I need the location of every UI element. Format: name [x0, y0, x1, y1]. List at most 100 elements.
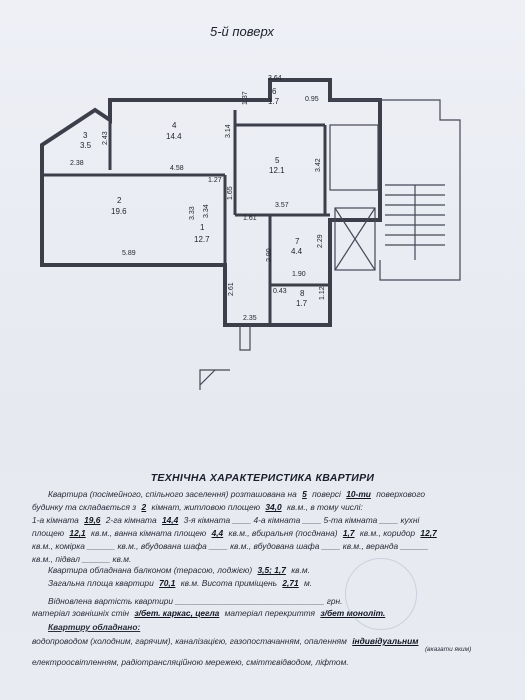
floor-plan: 3.64 1.37 0.95 3.14 3.42 2.43 2.38 4.58 … [40, 75, 461, 390]
dim-label: 3.14 [225, 124, 232, 138]
corridor-value: 12,7 [420, 528, 437, 538]
room-number: 5 [275, 156, 280, 165]
dim-label: 1.65 [227, 186, 234, 200]
text: 1-а кімната [32, 515, 79, 525]
floor-title: 5-й поверх [210, 24, 274, 39]
total-floors-value: 10-ти [346, 489, 371, 499]
text: м. [304, 578, 313, 588]
room-area: 3.5 [80, 141, 92, 150]
dim-label: 1.90 [292, 271, 306, 278]
spec-title: ТЕХНІЧНА ХАРАКТЕРИСТИКА КВАРТИРИ [150, 472, 375, 484]
walls-value: з/бет. каркас, цегла [134, 608, 220, 618]
line-room-areas: 1-а кімната 19,6 2-га кімната 14,4 3-я к… [32, 515, 510, 525]
dim-label: 3.34 [203, 204, 210, 218]
staircase [385, 184, 445, 260]
balcony-value: 3,5; 1,7 [257, 565, 286, 575]
dim-label: 2.29 [317, 234, 324, 248]
room-number: 3 [83, 131, 88, 140]
dim-label: 4.58 [170, 165, 184, 172]
line-total: Загальна площа квартири 70,1 кв.м. Висот… [48, 578, 525, 588]
dim-label: 5.89 [122, 250, 136, 257]
room-number: 1 [200, 223, 205, 232]
room-number: 4 [172, 121, 177, 130]
room-area: 12.1 [269, 166, 285, 175]
line-floor: Квартира (посімейного, спільного заселен… [48, 489, 525, 499]
line-materials: матеріал зовнішніх стін з/бет. каркас, ц… [32, 608, 510, 618]
line-cost: Відновлена вартість квартири ___________… [48, 596, 343, 606]
line-storage: кв.м., комірка ______ кв.м., вбудована ш… [32, 541, 429, 551]
text: кв.м., вбиральня (посднана) [228, 528, 338, 538]
wc-value: 1,7 [342, 528, 355, 538]
plan-outer-wall [40, 78, 382, 327]
dim-label: 2.61 [228, 282, 235, 296]
dim-label: 3.42 [315, 158, 322, 172]
line-equipped-heading: Квартиру обладнано: [48, 622, 141, 632]
text: водопроводом (холодним, гарячим), каналі… [32, 636, 347, 646]
text: кв.м. [291, 565, 310, 575]
text: площею [32, 528, 65, 538]
room-area: 1.7 [296, 299, 308, 308]
text: 3-я кімната ____ 4-а кімната ____ 5-та к… [183, 515, 420, 525]
text: Загальна площа квартири [48, 578, 154, 588]
dim-label: 3.33 [189, 206, 196, 220]
line-rooms: будинку та складається з 2 кімнат, житло… [32, 502, 510, 512]
room-number: 6 [272, 87, 277, 96]
rooms-value: 2 [141, 502, 147, 512]
heating-value: індивідуальним [352, 636, 419, 646]
room2-value: 14,4 [161, 515, 179, 525]
dim-label: 2.90 [266, 248, 273, 262]
room-area: 1.7 [268, 97, 280, 106]
line-kitchen: площею 12,1 кв.м., ванна кімната площею … [32, 528, 510, 538]
text: кв.м. Висота приміщень [180, 578, 278, 588]
text: кв.м., ванна кімната площею [91, 528, 207, 538]
text: Квартира (посімейного, спільного заселен… [48, 489, 297, 499]
living-area-value: 34,0 [265, 502, 282, 512]
dim-label: 2.43 [102, 131, 109, 145]
line-basement: кв.м., підвал ______ кв.м. [32, 554, 132, 564]
dim-label: 1.37 [242, 91, 249, 105]
total-area-value: 70,1 [159, 578, 176, 588]
dim-label: 1.12 [319, 286, 326, 300]
dim-label: 1.61 [243, 215, 257, 222]
stair-block [330, 99, 461, 281]
dim-label: 2.35 [243, 315, 257, 322]
room-area: 14.4 [166, 132, 182, 141]
utility-room [329, 124, 379, 191]
text: поверсі [312, 489, 341, 499]
kitchen-value: 12,1 [69, 528, 86, 538]
text: кв.м., коридор [359, 528, 416, 538]
room-area: 4.4 [291, 247, 303, 256]
room-number: 2 [117, 196, 122, 205]
text: матеріал перекриття [224, 608, 316, 618]
dim-label: 2.38 [70, 160, 84, 167]
elevator-shaft [334, 207, 376, 271]
text: Квартира обладнана балконом (терасою, ло… [48, 565, 253, 575]
dim-label: 0.43 [273, 288, 287, 295]
dim-label: 1.27 [208, 177, 222, 184]
plan-vent-stub [239, 325, 251, 351]
dim-label: 0.95 [305, 96, 319, 103]
room-number: 7 [295, 237, 300, 246]
bath-value: 4,4 [211, 528, 224, 538]
dim-label: 3.57 [275, 202, 289, 209]
room-number: 8 [300, 289, 305, 298]
text: поверхового [376, 489, 426, 499]
line-electric: електроосвітленням, радіотрансляційною м… [32, 657, 349, 667]
plan-interior-walls [42, 100, 330, 325]
height-value: 2,71 [282, 578, 299, 588]
text: кімнат, житловою площею [151, 502, 261, 512]
line-balcony: Квартира обладнана балконом (терасою, ло… [48, 565, 525, 575]
text: матеріал зовнішніх стін [32, 608, 130, 618]
stamp [345, 558, 417, 630]
text: кв.м., в тому числі: [286, 502, 363, 512]
text: 2-га кімната [105, 515, 157, 525]
plan-vent-stub-2 [199, 369, 230, 390]
room-area: 12.7 [194, 235, 210, 244]
room1-value: 19,6 [84, 515, 101, 525]
room-area: 19.6 [111, 207, 127, 216]
text: будинку та складається з [32, 502, 137, 512]
floor-value: 5 [302, 489, 307, 499]
dim-label: 3.64 [268, 75, 282, 82]
heating-note: (вказати яким) [425, 646, 472, 653]
